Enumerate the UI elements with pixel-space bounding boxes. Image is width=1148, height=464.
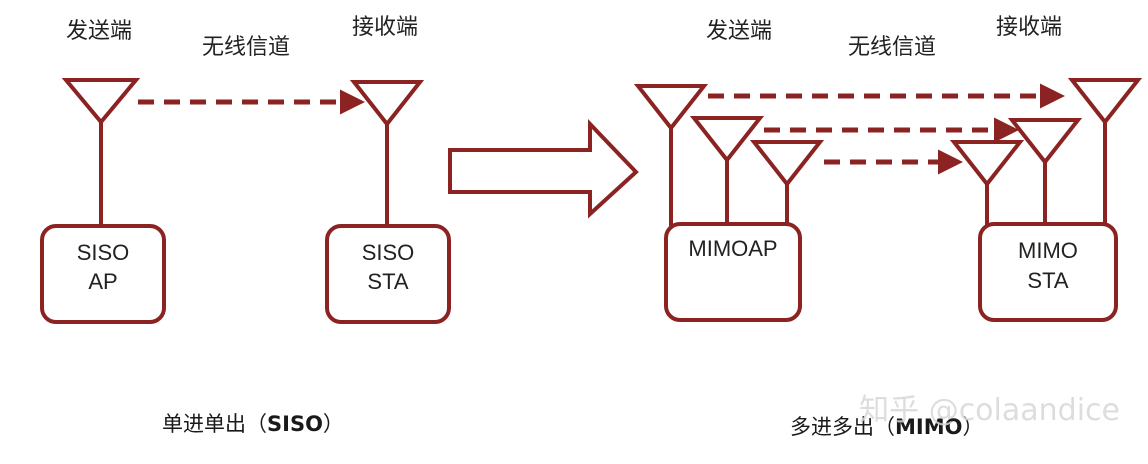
mimo-tx-antenna-3-icon [749, 140, 825, 226]
mimo-section: 发送端 无线信道 接收端 [633, 15, 1143, 439]
siso-caption: 单进单出（SISO） [162, 412, 344, 436]
mimo-sta-line2: STA [1027, 268, 1068, 293]
mimo-receiver-label: 接收端 [996, 15, 1062, 40]
siso-rx-antenna-icon [349, 80, 425, 226]
siso-ap-line2: AP [88, 269, 117, 294]
mimo-ap-box: MIMOAP [664, 222, 802, 322]
mimo-sender-label: 发送端 [706, 19, 772, 44]
mimo-sta-line1: MIMO [1018, 238, 1078, 263]
mimo-rx-antenna-1-icon [1067, 78, 1143, 226]
siso-tx-antenna-icon [61, 78, 141, 226]
siso-sender-label: 发送端 [66, 19, 132, 44]
mimo-ap-label: MIMOAP [688, 236, 777, 261]
mimo-tx-antenna-1-icon [633, 84, 709, 226]
mimo-channel-label: 无线信道 [848, 35, 936, 60]
transition-arrow-icon [448, 119, 639, 219]
mimo-sta-box: MIMO STA [978, 222, 1118, 322]
mimo-caption-cn: 多进多出（ [790, 415, 895, 439]
siso-ap-box: SISO AP [40, 224, 166, 324]
siso-channel-label: 无线信道 [202, 35, 290, 60]
mimo-caption-close: ） [962, 415, 983, 439]
mimo-tx-antenna-2-icon [689, 116, 765, 226]
siso-sta-line2: STA [367, 269, 408, 294]
siso-ap-line1: SISO [77, 240, 130, 265]
mimo-rx-antenna-3-icon [949, 140, 1025, 226]
mimo-caption-abbr: MIMO [895, 415, 962, 439]
watermark: 知乎 @colaandice [859, 393, 1120, 428]
siso-caption-close: ） [323, 412, 344, 436]
siso-sta-line1: SISO [362, 240, 415, 265]
mimo-rx-antenna-2-icon [1007, 118, 1083, 226]
siso-caption-cn: 单进单出（ [162, 412, 267, 436]
siso-sta-box: SISO STA [325, 224, 451, 324]
siso-caption-abbr: SISO [267, 412, 323, 436]
mimo-caption: 多进多出（MIMO） [790, 415, 983, 439]
siso-receiver-label: 接收端 [352, 15, 418, 40]
siso-section: 发送端 无线信道 接收端 SISO AP SISO STA 单进单出（SISO） [40, 15, 451, 436]
